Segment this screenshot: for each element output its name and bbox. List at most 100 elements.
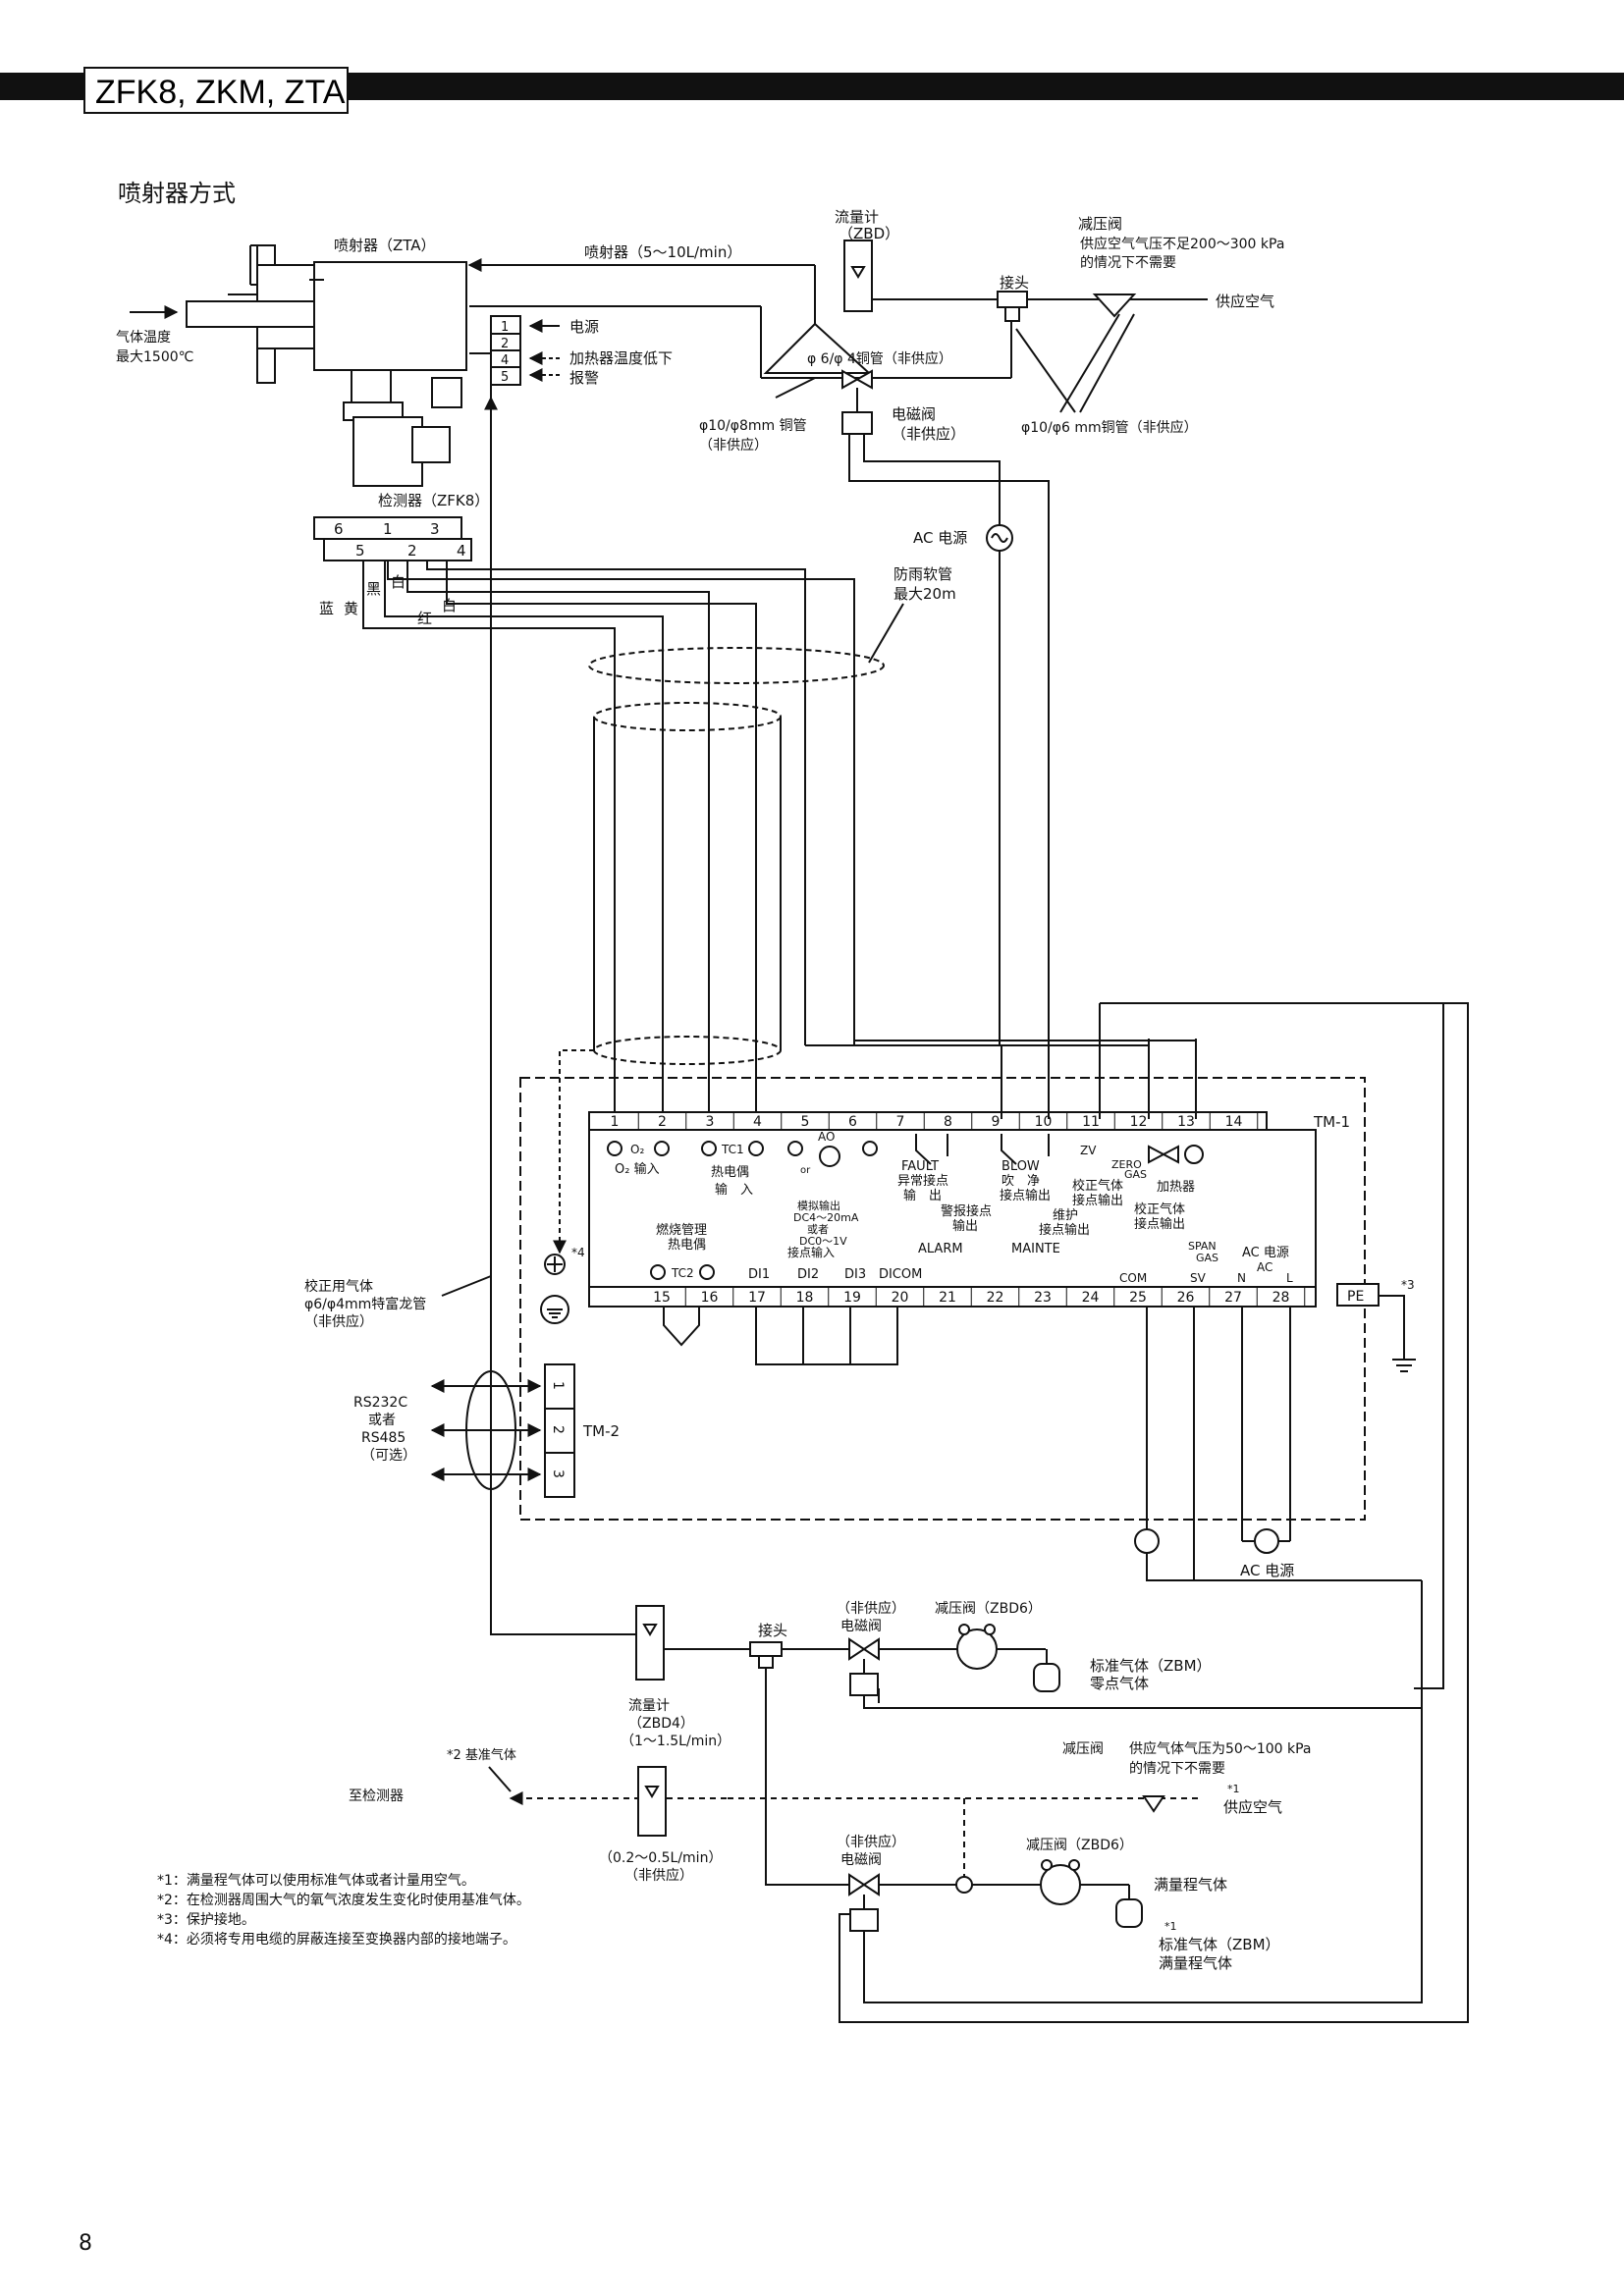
tm1-terminal-5: 5 [801,1114,810,1130]
svg-text:气体温度: 气体温度 [116,330,171,346]
svg-text:FAULT: FAULT [901,1159,939,1174]
svg-text:（0.2～0.5L/min）: （0.2～0.5L/min） [599,1850,722,1866]
svg-text:TC1: TC1 [721,1143,744,1156]
svg-text:减压阀（ZBD6）: 减压阀（ZBD6） [1026,1838,1133,1853]
svg-text:SV: SV [1190,1271,1207,1285]
svg-text:（非供应）: （非供应） [837,1834,905,1850]
svg-text:*1: *1 [1164,1920,1177,1933]
svg-text:2: 2 [407,542,417,560]
flowmeter-zbd4 [635,1605,665,1681]
joint-top [997,291,1028,308]
svg-text:O₂: O₂ [630,1143,644,1156]
svg-text:5: 5 [355,542,365,560]
svg-text:输 入: 输 入 [715,1182,753,1198]
tm1-terminal-14: 14 [1225,1114,1243,1130]
detector-body [352,416,423,487]
tm1-terminal-8: 8 [944,1114,952,1130]
svg-text:吹 净: 吹 净 [1001,1174,1040,1189]
svg-text:DICOM: DICOM [879,1267,922,1282]
svg-text:报警: 报警 [569,369,599,387]
tm1-terminal-13: 13 [1177,1114,1195,1130]
svg-text:蓝: 蓝 [319,600,334,617]
svg-text:热电偶: 热电偶 [711,1165,749,1180]
svg-text:N: N [1237,1271,1246,1285]
tm1-terminal-27: 27 [1224,1290,1242,1306]
svg-text:电源: 电源 [569,318,599,336]
svg-text:的情况下不需要: 的情况下不需要 [1129,1761,1225,1777]
svg-text:（1～1.5L/min）: （1～1.5L/min） [621,1734,731,1749]
svg-text:供应空气: 供应空气 [1223,1798,1282,1816]
svg-text:校正用气体: 校正用气体 [304,1278,373,1295]
svg-text:或者: 或者 [807,1223,829,1236]
svg-text:TM-2: TM-2 [582,1422,620,1440]
svg-text:电磁阀: 电磁阀 [892,405,936,423]
svg-text:最大1500℃: 最大1500℃ [116,349,193,365]
svg-text:AC 电源: AC 电源 [1240,1562,1294,1579]
svg-text:TC2: TC2 [671,1266,694,1280]
svg-text:ALARM: ALARM [918,1242,963,1256]
svg-text:4: 4 [501,353,509,368]
svg-text:1: 1 [550,1381,566,1390]
svg-text:黑: 黑 [366,580,381,598]
svg-text:L: L [1286,1271,1293,1285]
tm1-bottom-terminals [588,1286,1317,1308]
svg-text:*1: *1 [1227,1783,1240,1795]
svg-text:TM-1: TM-1 [1313,1113,1350,1131]
svg-text:校正气体: 校正气体 [1072,1178,1123,1194]
svg-text:零点气体: 零点气体 [1090,1675,1149,1692]
flowmeter-small [637,1766,667,1837]
svg-text:喷射器（5～10L/min）: 喷射器（5～10L/min） [584,243,741,261]
svg-text:输 出: 输 出 [903,1188,942,1203]
svg-text:维护: 维护 [1053,1208,1078,1223]
tm1-terminal-22: 22 [987,1290,1004,1306]
svg-text:2: 2 [550,1425,566,1434]
svg-text:接点输出: 接点输出 [1039,1222,1090,1238]
svg-text:or: or [800,1165,811,1176]
svg-text:喷射器（ZTA）: 喷射器（ZTA） [334,237,436,254]
svg-text:白: 白 [391,573,406,591]
svg-text:GAS: GAS [1196,1252,1218,1264]
svg-text:接头: 接头 [758,1622,787,1639]
svg-text:满量程气体: 满量程气体 [1154,1876,1227,1894]
svg-text:检测器（ZFK8）: 检测器（ZFK8） [378,492,489,509]
svg-text:电磁阀: 电磁阀 [840,1619,882,1634]
reducer-top [1092,294,1137,318]
ejector-body [313,261,467,371]
tm1-terminal-9: 9 [992,1114,1001,1130]
tm1-terminal-19: 19 [843,1290,861,1306]
svg-text:（非供应）: （非供应） [837,1600,905,1617]
svg-text:RS485: RS485 [361,1430,406,1446]
svg-text:*2：在检测器周围大气的氧气浓度发生变化时使用基准气体。: *2：在检测器周围大气的氧气浓度发生变化时使用基准气体。 [157,1892,530,1908]
svg-text:的情况下不需要: 的情况下不需要 [1080,255,1176,271]
svg-text:电磁阀: 电磁阀 [840,1852,882,1868]
svg-text:流量计: 流量计 [835,208,879,226]
tm1-terminal-7: 7 [896,1114,905,1130]
svg-text:或者: 或者 [368,1413,396,1428]
solenoid-valve-top [841,369,873,390]
svg-text:4: 4 [457,542,466,560]
svg-text:黄: 黄 [344,600,358,617]
svg-text:ZV: ZV [1080,1144,1097,1157]
svg-text:减压阀: 减压阀 [1078,215,1122,233]
tm1-terminal-4: 4 [753,1114,762,1130]
svg-text:接点输入: 接点输入 [787,1245,835,1259]
svg-text:警报接点: 警报接点 [941,1203,992,1219]
svg-text:AC 电源: AC 电源 [1242,1246,1289,1260]
svg-text:DC4～20mA: DC4～20mA [793,1211,859,1224]
section-title: 喷射器方式 [118,180,236,207]
svg-text:*4：必须将专用电缆的屏蔽连接至变换器内部的接地端子。: *4：必须将专用电缆的屏蔽连接至变换器内部的接地端子。 [157,1931,516,1948]
tm1-terminal-15: 15 [653,1290,671,1306]
tm1-terminal-26: 26 [1177,1290,1195,1306]
tm1-terminal-2: 2 [658,1114,667,1130]
svg-text:热电偶: 热电偶 [668,1238,706,1253]
svg-text:标准气体（ZBM）: 标准气体（ZBM） [1159,1936,1280,1953]
svg-text:（ZBD4）: （ZBD4） [628,1716,694,1732]
tm1-terminal-12: 12 [1130,1114,1148,1130]
tm1-terminal-3: 3 [706,1114,715,1130]
svg-text:*3: *3 [1401,1278,1415,1292]
tm1-terminal-23: 23 [1034,1290,1052,1306]
svg-text:AC 电源: AC 电源 [913,529,967,547]
svg-text:最大20m: 最大20m [893,585,956,603]
svg-text:供应空气气压不足200～300 kPa: 供应空气气压不足200～300 kPa [1080,236,1284,252]
